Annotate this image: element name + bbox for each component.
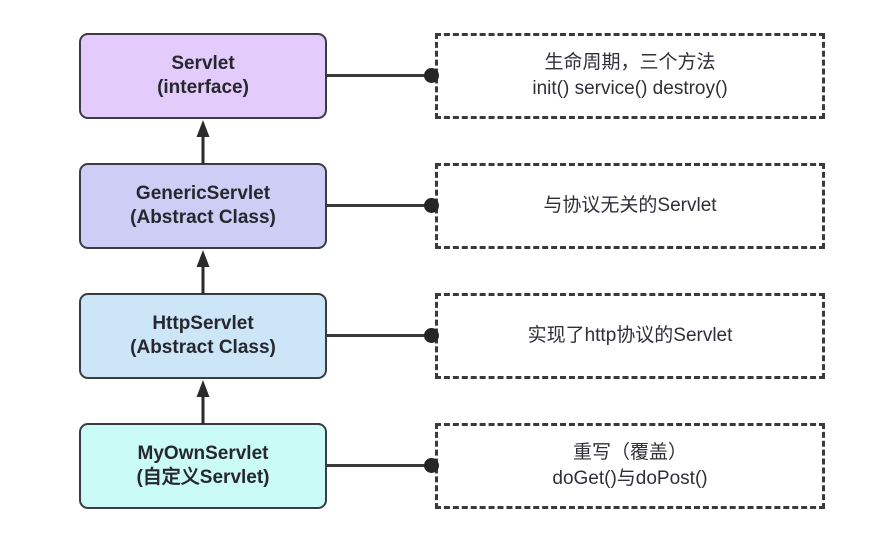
note-box-httpservlet: 实现了http协议的Servlet bbox=[435, 293, 825, 379]
note-line-2: init() service() destroy() bbox=[532, 78, 728, 99]
inheritance-arrow-icon bbox=[196, 120, 210, 164]
class-kind-label: (Abstract Class) bbox=[130, 207, 276, 228]
note-line-1: 与协议无关的Servlet bbox=[543, 194, 717, 216]
inheritance-arrow-icon bbox=[196, 250, 210, 294]
inheritance-arrow-icon bbox=[196, 380, 210, 424]
note-connector-line bbox=[327, 198, 439, 213]
class-box-myownservlet[interactable]: MyOwnServlet (自定义Servlet) bbox=[79, 423, 327, 509]
note-connector-line bbox=[327, 68, 439, 83]
note-line-2: doGet()与doPost() bbox=[552, 468, 708, 489]
class-name-label: MyOwnServlet bbox=[137, 442, 269, 464]
note-line-1: 重写（覆盖） bbox=[572, 441, 687, 463]
note-line-1: 生命周期，三个方法 bbox=[544, 51, 716, 73]
connector-dot-icon bbox=[424, 328, 439, 343]
note-box-genericservlet: 与协议无关的Servlet bbox=[435, 163, 825, 249]
class-box-httpservlet[interactable]: HttpServlet (Abstract Class) bbox=[79, 293, 327, 379]
class-kind-label: (自定义Servlet) bbox=[136, 467, 270, 488]
connector-dot-icon bbox=[424, 198, 439, 213]
class-name-label: HttpServlet bbox=[152, 312, 254, 334]
class-name-label: Servlet bbox=[171, 52, 235, 74]
note-line-1: 实现了http协议的Servlet bbox=[527, 324, 733, 346]
note-box-myownservlet: 重写（覆盖） doGet()与doPost() bbox=[435, 423, 825, 509]
connector-dot-icon bbox=[424, 68, 439, 83]
class-name-label: GenericServlet bbox=[135, 182, 271, 204]
class-kind-label: (interface) bbox=[157, 77, 249, 98]
class-kind-label: (Abstract Class) bbox=[130, 337, 276, 358]
class-box-servlet[interactable]: Servlet (interface) bbox=[79, 33, 327, 119]
class-box-genericservlet[interactable]: GenericServlet (Abstract Class) bbox=[79, 163, 327, 249]
note-connector-line bbox=[327, 458, 439, 473]
note-box-servlet: 生命周期，三个方法 init() service() destroy() bbox=[435, 33, 825, 119]
connector-dot-icon bbox=[424, 458, 439, 473]
note-connector-line bbox=[327, 328, 439, 343]
